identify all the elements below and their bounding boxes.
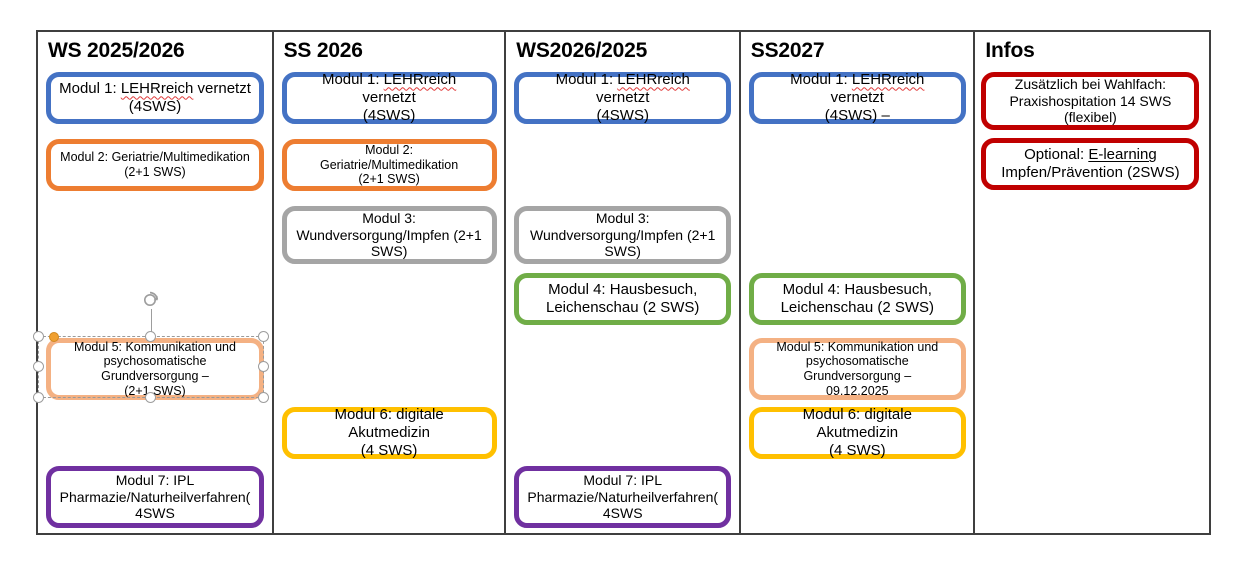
column-ws-2026-2025: WS2026/2025 Modul 1: LEHRreich vernetzt(…	[506, 32, 741, 533]
column-header-ss-2027: SS2027	[750, 39, 825, 62]
module-label: Modul 5: Kommunikation und psychosomatis…	[776, 339, 939, 398]
module-label: Zusätzlich bei Wahlfach: Praxishospitati…	[1009, 76, 1172, 126]
module-box-modul-3[interactable]: Modul 3: Wundversorgung/Impfen (2+1 SWS)	[281, 206, 497, 264]
module-label: Modul 7: IPL Pharmazie/Naturheilverfahre…	[59, 472, 251, 522]
module-label: Modul 7: IPL Pharmazie/Naturheilverfahre…	[527, 472, 719, 522]
module-box-modul-6[interactable]: Modul 6: digitale Akutmedizin (4 SWS)	[281, 406, 497, 459]
module-box-modul-7[interactable]: Modul 7: IPL Pharmazie/Naturheilverfahre…	[46, 466, 264, 528]
module-label: Modul 1: LEHRreich vernetzt(4SWS) –	[790, 71, 925, 124]
module-box-modul-1[interactable]: Modul 1: LEHRreich vernetzt(4SWS) –	[748, 71, 966, 124]
module-box-modul-1[interactable]: Modul 1: LEHRreich vernetzt(4SWS)	[46, 72, 264, 124]
module-label: Modul 1: LEHRreich vernetzt(4SWS)	[555, 71, 690, 124]
column-infos: Infos Zusätzlich bei Wahlfach: Praxishos…	[975, 32, 1209, 533]
column-header-ws-2026-2025: WS2026/2025	[516, 39, 648, 62]
column-ss-2026: SS 2026 Modul 1: LEHRreich vernetzt(4SWS…	[274, 32, 507, 533]
module-label: Modul 3: Wundversorgung/Impfen (2+1 SWS)	[530, 210, 716, 260]
module-box-modul-5[interactable]: Modul 5: Kommunikation und psychosomatis…	[46, 338, 264, 400]
column-ss-2027: SS2027 Modul 1: LEHRreich vernetzt(4SWS)…	[741, 32, 976, 533]
column-header-ws-2025-2026: WS 2025/2026	[48, 39, 185, 62]
module-label: Modul 5: Kommunikation und psychosomatis…	[74, 339, 236, 398]
module-box-modul-1[interactable]: Modul 1: LEHRreich vernetzt(4SWS)	[281, 71, 497, 124]
module-label: Modul 1: LEHRreich vernetzt(4SWS)	[59, 80, 251, 115]
column-header-infos: Infos	[985, 39, 1035, 62]
column-header-ss-2026: SS 2026	[283, 39, 363, 62]
curriculum-table: WS 2025/2026 Modul 1: LEHRreich vernetzt…	[36, 30, 1211, 535]
module-box-modul-2[interactable]: Modul 2: Geriatrie/Multimedikation (2+1 …	[46, 139, 264, 191]
module-label: Modul 1: LEHRreich vernetzt(4SWS)	[321, 71, 457, 124]
module-label: Modul 3: Wundversorgung/Impfen (2+1 SWS)	[296, 210, 482, 260]
module-box-modul-1[interactable]: Modul 1: LEHRreich vernetzt(4SWS)	[514, 71, 732, 124]
module-box-modul-3[interactable]: Modul 3: Wundversorgung/Impfen (2+1 SWS)	[514, 206, 732, 264]
module-label: Modul 2: Geriatrie/Multimedikation (2+1 …	[319, 142, 459, 187]
module-box-modul-7[interactable]: Modul 7: IPL Pharmazie/Naturheilverfahre…	[514, 466, 732, 528]
module-box-modul-4[interactable]: Modul 4: Hausbesuch, Leichenschau (2 SWS…	[514, 273, 732, 325]
module-label: Modul 6: digitale Akutmedizin (4 SWS)	[802, 406, 912, 459]
column-ws-2025-2026: WS 2025/2026 Modul 1: LEHRreich vernetzt…	[38, 32, 274, 533]
module-label: Modul 6: digitale Akutmedizin (4 SWS)	[334, 406, 444, 459]
module-box-modul-6[interactable]: Modul 6: digitale Akutmedizin (4 SWS)	[748, 406, 966, 459]
module-box-modul-2[interactable]: Modul 2: Geriatrie/Multimedikation (2+1 …	[281, 139, 497, 191]
module-label: Modul 4: Hausbesuch, Leichenschau (2 SWS…	[780, 281, 934, 316]
module-label: Modul 4: Hausbesuch, Leichenschau (2 SWS…	[546, 281, 700, 316]
module-label: Modul 2: Geriatrie/Multimedikation (2+1 …	[60, 150, 250, 179]
module-box-zusaetzlich-wahlfach[interactable]: Zusätzlich bei Wahlfach: Praxishospitati…	[981, 72, 1200, 130]
module-box-modul-4[interactable]: Modul 4: Hausbesuch, Leichenschau (2 SWS…	[748, 273, 966, 325]
module-box-modul-5[interactable]: Modul 5: Kommunikation und psychosomatis…	[748, 338, 966, 400]
